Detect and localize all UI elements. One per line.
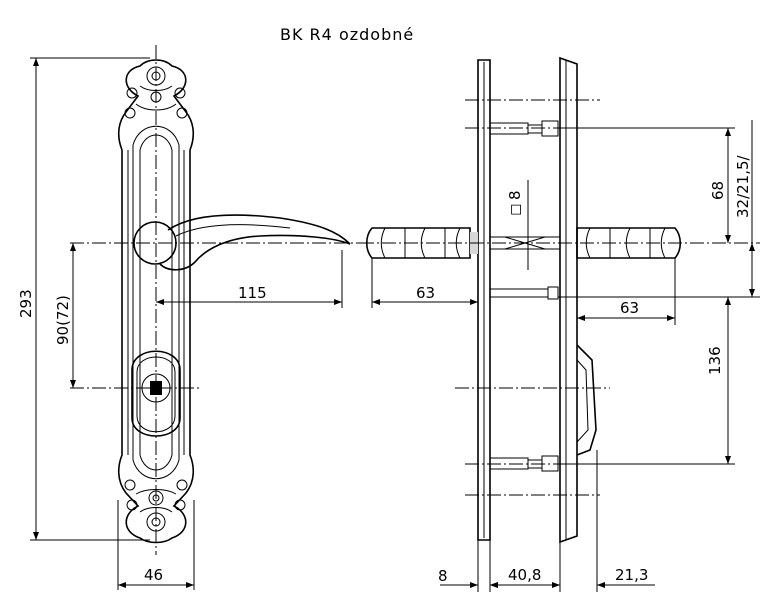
escutcheon-plate [117, 59, 195, 544]
dim-lever-length: 115 [238, 284, 267, 302]
dim-total-height: 293 [17, 289, 35, 318]
dim-plate-width: 46 [144, 566, 163, 584]
drawing-title: BK R4 ozdobné [280, 25, 414, 44]
door-lever [133, 214, 351, 271]
square-symbol: ◻ [506, 204, 524, 216]
dim-plate-thickness: 8 [438, 567, 448, 585]
dim-lever-offset-right: 63 [620, 299, 639, 317]
dim-lower-spacing: 136 [706, 346, 724, 375]
screw-middle [489, 286, 559, 300]
dim-spacing: 90(72) [54, 295, 72, 345]
front-view: 293 90(72) 115 46 [17, 45, 360, 590]
dim-screw-spacing: 32/21,5/ [734, 154, 752, 218]
dim-door-thickness: 40,8 [508, 566, 541, 584]
dim-spindle: 8 [506, 190, 524, 200]
dim-lever-offset-left: 63 [416, 284, 435, 302]
spindle: 8 ◻ [489, 180, 561, 270]
side-view: 8 ◻ 63 63 [360, 56, 760, 592]
side-plate-right [559, 56, 578, 544]
dim-upper-spacing: 68 [709, 181, 727, 200]
dim-cylinder-projection: 21,3 [615, 566, 648, 584]
cylinder-side [576, 344, 597, 456]
